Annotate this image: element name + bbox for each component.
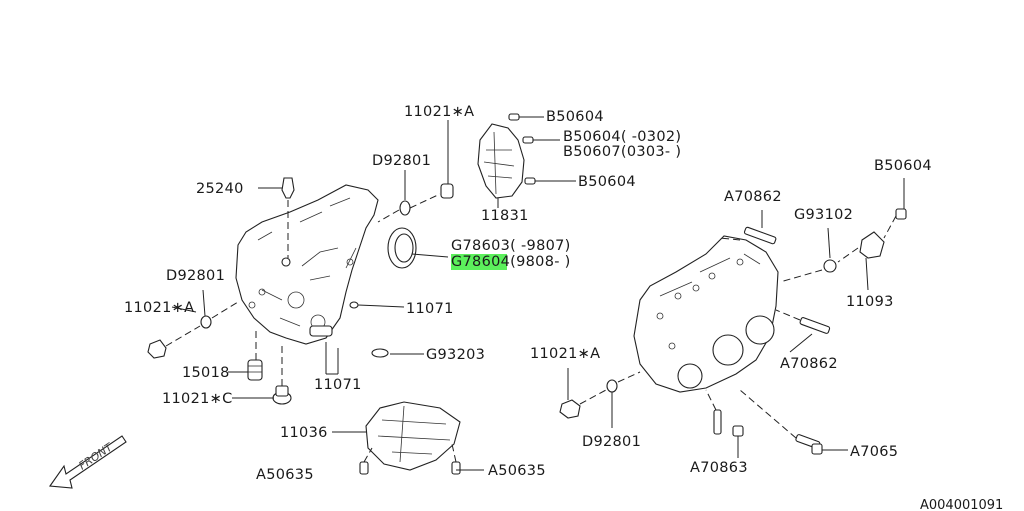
bolt-25240	[258, 177, 295, 267]
label-front: FRONT	[76, 440, 115, 473]
label-d92801-top: D92801	[372, 153, 431, 169]
label-b50607: B50607(0303- )	[563, 144, 681, 160]
label-a7065: A7065	[850, 444, 898, 460]
leaders-11071-g93203	[325, 301, 424, 375]
right-cover-assembly	[633, 235, 779, 393]
label-11831: 11831	[481, 208, 529, 224]
label-d92801-left: D92801	[166, 268, 225, 284]
label-a70862-mid: A70862	[780, 356, 838, 372]
part-labels: 11021∗A B50604 B50604( -0302) B50607(030…	[76, 104, 1003, 511]
label-b50604-1: B50604	[546, 109, 604, 125]
label-d92801-right: D92801	[582, 434, 641, 450]
plug-11021a-right	[559, 368, 641, 428]
label-11021a-right: 11021∗A	[530, 346, 600, 362]
bolt-a7065	[739, 389, 848, 455]
label-a70863: A70863	[690, 460, 748, 476]
label-a50635-left: A50635	[256, 467, 314, 483]
plug-11021a-left	[147, 289, 239, 359]
label-a50635-right: A50635	[488, 463, 546, 479]
label-g78603: G78603( -9807)	[451, 238, 571, 254]
bolt-a70863	[705, 389, 744, 458]
label-a70862-top: A70862	[724, 189, 782, 205]
plug-11021a-top	[377, 120, 454, 223]
oil-seal	[387, 227, 449, 269]
highlight-g78604	[451, 254, 507, 270]
timing-cover-11831	[477, 113, 576, 208]
label-11093: 11093	[846, 294, 894, 310]
left-cover-assembly	[235, 184, 379, 345]
label-g78604[interactable]: G78604(9808- )	[451, 254, 571, 270]
label-b50604-2: B50604( -0302)	[563, 129, 681, 145]
label-b50604-right: B50604	[874, 158, 932, 174]
document-id: A004001091	[920, 498, 1003, 511]
bracket-11093	[779, 178, 907, 291]
bolt-a70862-top	[719, 210, 777, 245]
label-11021a-left: 11021∗A	[124, 300, 194, 316]
label-11071-right: 11071	[406, 301, 454, 317]
label-11071-bottom: 11071	[314, 377, 362, 393]
label-11021c: 11021∗C	[162, 391, 233, 407]
label-b50604-3: B50604	[578, 174, 636, 190]
plug-15018	[228, 330, 263, 381]
label-g93102: G93102	[794, 207, 853, 223]
baffle-11036	[332, 401, 484, 475]
front-arrow-icon	[49, 435, 127, 489]
label-11036: 11036	[280, 425, 328, 441]
bolt-a70862-mid	[775, 309, 831, 353]
plug-11021c	[232, 344, 292, 405]
label-15018: 15018	[182, 365, 230, 381]
label-25240: 25240	[196, 181, 244, 197]
label-g93203: G93203	[426, 347, 485, 363]
label-11021a-top: 11021∗A	[404, 104, 474, 120]
